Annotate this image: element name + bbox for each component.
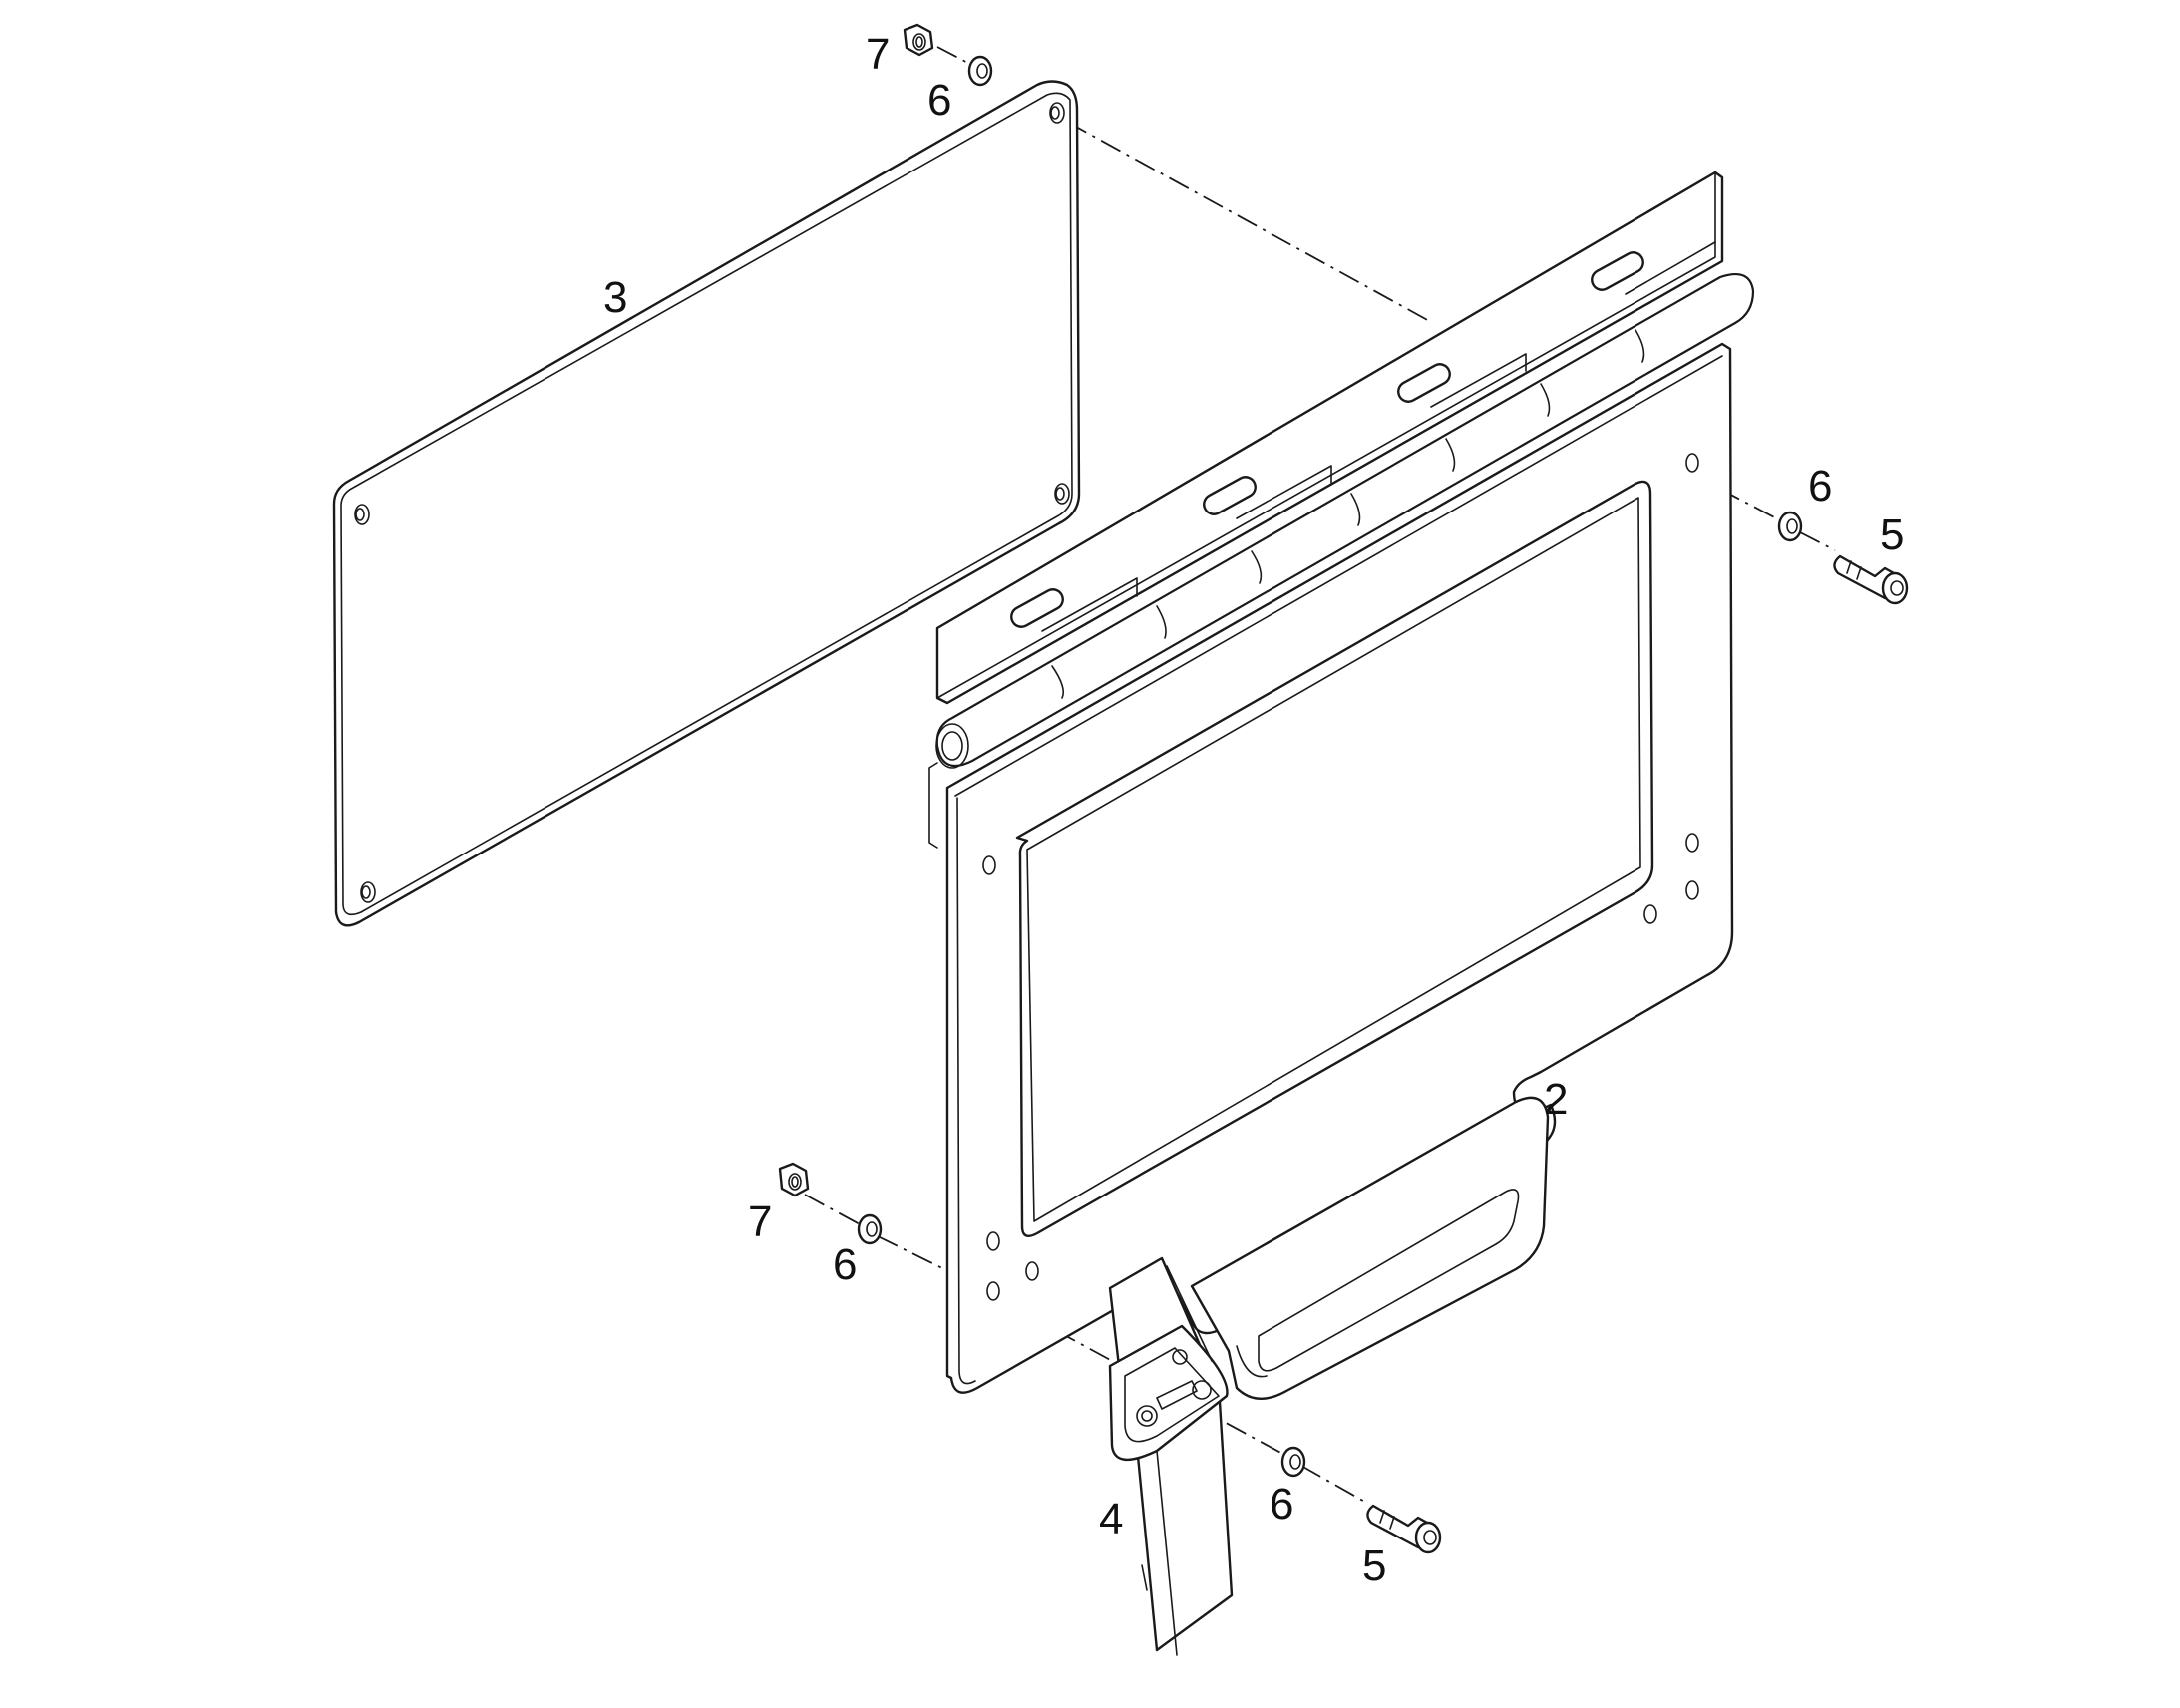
cap-screw-bottom <box>1366 1504 1442 1554</box>
callout-labels: 3 2 4 5 5 6 6 6 6 7 7 <box>603 30 1904 1590</box>
hex-nut-top <box>903 23 934 57</box>
label-4: 4 <box>1099 1495 1123 1543</box>
label-5-bottom: 5 <box>1362 1541 1386 1590</box>
label-7-top: 7 <box>866 30 890 79</box>
mounting-plate <box>928 171 1755 1400</box>
washer-top-left <box>967 55 993 87</box>
cover-plate <box>332 80 1081 927</box>
label-7-bottom: 7 <box>748 1197 772 1246</box>
washer-top-right <box>1777 511 1803 542</box>
washer-bottom-left <box>857 1213 883 1245</box>
label-6-bottom-right: 6 <box>1270 1480 1293 1529</box>
label-3: 3 <box>603 273 627 322</box>
latch-bracket <box>1108 1256 1234 1656</box>
label-6-bottom-left: 6 <box>833 1240 857 1289</box>
label-6-top-right: 6 <box>1808 462 1832 511</box>
label-6-top-left: 6 <box>927 76 951 125</box>
cap-screw-top <box>1833 554 1909 605</box>
label-2: 2 <box>1544 1075 1568 1124</box>
label-5-top: 5 <box>1880 511 1904 559</box>
hex-nut-bottom <box>778 1162 810 1197</box>
washer-bottom-right <box>1280 1446 1306 1478</box>
